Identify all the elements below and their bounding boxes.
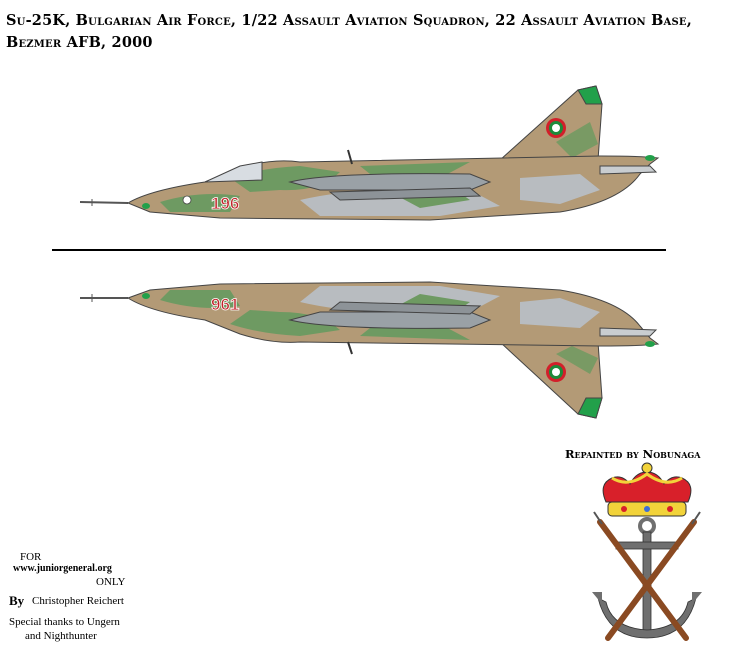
repaint-credit: Repainted by Nobunaga xyxy=(565,447,701,461)
credit-website: www.juniorgeneral.org xyxy=(13,563,112,574)
credit-thanks-line1: Special thanks to Ungern xyxy=(9,616,120,628)
credit-author: Christopher Reichert xyxy=(32,595,124,607)
credit-by-label: By xyxy=(9,593,25,608)
aircraft-side-view-top: 196 xyxy=(79,85,660,221)
aircraft-bottom-serial: 961 xyxy=(211,295,239,314)
crown-icon xyxy=(602,462,692,517)
aircraft-bottom-drawing xyxy=(80,281,660,419)
page-title: Su-25K, Bulgarian Air Force, 1/22 Assaul… xyxy=(6,12,692,51)
roundel-icon xyxy=(546,362,566,382)
credit-only-label: ONLY xyxy=(96,576,126,588)
aircraft-top-serial: 196 xyxy=(211,194,239,213)
aircraft-side-view-bottom: 961 xyxy=(80,281,660,419)
aircraft-top-drawing xyxy=(79,85,660,221)
roundel-icon xyxy=(546,118,566,138)
credit-thanks-line2: and Nighthunter xyxy=(25,630,97,642)
rifle-icon xyxy=(593,511,701,641)
divider-line xyxy=(52,249,666,251)
emblem xyxy=(592,462,702,641)
credit-for-label: FOR xyxy=(20,551,42,563)
